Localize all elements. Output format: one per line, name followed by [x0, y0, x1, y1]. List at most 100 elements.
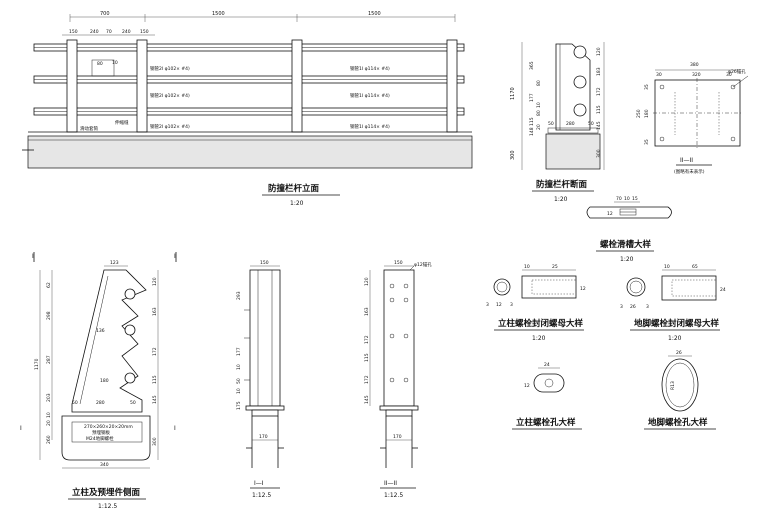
anchor-nut-dim-3a: 3 — [620, 304, 623, 310]
plate-caption: II—II — [680, 157, 693, 164]
anchor-hole-dim-26: 26 — [676, 350, 682, 356]
view-ii-dim-145: 145 — [364, 395, 370, 404]
sec-dim-1170: 1170 — [510, 87, 516, 100]
post-hole-dim-24: 24 — [544, 362, 550, 368]
elev-note-joint: 伸缩缝 — [115, 119, 129, 126]
post-dim-203: 203 — [46, 393, 52, 402]
post-inner-50a: 50 — [72, 400, 78, 406]
elev-small-80: 80 — [97, 61, 103, 67]
post-nut-dim-12: 12 — [580, 286, 586, 292]
sec-r-183: 183 — [596, 67, 602, 76]
view-ii-dim-172a: 172 — [364, 335, 370, 344]
elev-pipe-label-1: 钢管2I φ102× #4) — [150, 65, 190, 72]
post-inner-280: 280 — [96, 400, 105, 406]
post-dim-260: 260 — [46, 435, 52, 444]
plate-dim-30a: 30 — [656, 72, 662, 78]
view-ii-dim-150: 150 — [394, 260, 403, 266]
elev-note-sleeve: 滑动套筒 — [80, 125, 98, 132]
post-r-120: 120 — [152, 277, 158, 286]
plate-dim-180: 180 — [644, 109, 650, 118]
anchor-nut-dim-26: 26 — [630, 304, 636, 310]
groove-scale: 1:20 — [620, 256, 634, 263]
view-ii-dim-170: 170 — [393, 434, 402, 440]
view-ii-caption: II—II — [384, 480, 397, 487]
post-hole-dim-12: 12 — [524, 383, 530, 389]
groove-dim-10: 10 — [624, 196, 630, 202]
plate-note: (图略有未表示) — [674, 168, 705, 175]
post-nut-scale: 1:20 — [532, 335, 546, 342]
anchor-nut-detail: 10 65 24 3 26 3 地脚螺栓封闭螺母大样 1:20 — [620, 264, 726, 342]
post-dim-298: 298 — [46, 311, 52, 320]
plate-dim-30b: 30 — [726, 72, 732, 78]
sec-bottom-50a: 50 — [548, 121, 554, 127]
post-nut-dim-3a: 3 — [486, 302, 489, 308]
elev-dim-70: 70 — [106, 29, 112, 35]
view-i-scale: 1:12.5 — [252, 492, 271, 499]
post-hole-detail: 24 12 立柱螺栓孔大样 — [512, 362, 582, 430]
sec-r-300: 300 — [596, 149, 602, 158]
elev-dim-150b: 150 — [140, 29, 149, 35]
sec-r-145: 145 — [596, 121, 602, 130]
post-nut-title: 立柱螺栓封闭螺母大样 — [498, 318, 584, 329]
section-view: 1170 300 365 80 177 10 80 115 20 148 120… — [510, 42, 605, 203]
post-hole-title: 立柱螺栓孔大样 — [516, 417, 576, 428]
post-mark-i-3: I — [20, 425, 22, 432]
elev-pipe-label-2: 钢管2I φ102× #4) — [150, 92, 190, 99]
post-inner-50b: 50 — [130, 400, 136, 406]
groove-dim-70: 70 — [616, 196, 622, 202]
elev-pipe-label-5: 钢管1I φ114× #4) — [350, 92, 390, 99]
plate-hole-label: φ26锚孔 — [728, 68, 746, 75]
post-nut-dim-12b: 12 — [496, 302, 502, 308]
anchor-hole-detail: 26 R13 地脚螺栓孔大样 — [644, 350, 716, 430]
elev-small-10: 10 — [112, 60, 118, 66]
view-i-dim-50: 50 — [236, 378, 242, 384]
sec-bottom-280: 280 — [566, 121, 575, 127]
view-ii-scale: 1:12.5 — [384, 492, 403, 499]
view-i-dim-170: 170 — [259, 434, 268, 440]
anchor-nut-dim-24: 24 — [720, 287, 726, 293]
post-dim-287: 287 — [46, 355, 52, 364]
post-side-title: 立柱及预埋件侧面 — [72, 487, 141, 498]
post-nut-dim-25: 25 — [552, 264, 558, 270]
post-nut-detail: 10 25 12 3 12 3 立柱螺栓封闭螺母大样 1:20 — [486, 264, 586, 342]
view-i-dim-10a: 10 — [236, 364, 242, 370]
view-ii-dim-163: 163 — [364, 307, 370, 316]
post-dim-340: 340 — [100, 462, 109, 468]
anchor-nut-dim-10: 10 — [664, 264, 670, 270]
groove-title: 螺栓滑槽大样 — [600, 239, 652, 250]
post-dim-10: 10 — [46, 412, 52, 418]
sec-dim-300: 300 — [510, 150, 516, 160]
elev-pipe-label-4: 钢管1I φ114× #4) — [350, 65, 390, 72]
sec-r-115: 115 — [596, 105, 602, 114]
view-ii-ii: 150 φ12锚孔 120 163 172 115 172 145 170 II… — [364, 260, 432, 499]
elevation-view: 700 1500 1500 150 240 70 240 150 80 10 钢… — [22, 11, 473, 207]
sec-r-172: 172 — [596, 87, 602, 96]
anchor-nut-dim-65: 65 — [692, 264, 698, 270]
elevation-scale: 1:20 — [290, 200, 304, 207]
view-i-dim-150: 150 — [260, 260, 269, 266]
view-ii-dim-172b: 172 — [364, 375, 370, 384]
view-i-dim-177: 177 — [236, 347, 242, 356]
elev-dim-240b: 240 — [122, 29, 131, 35]
plate-dim-320: 320 — [692, 72, 701, 78]
view-i-caption: I—I — [254, 480, 264, 487]
plate-plan-view: 380 30 320 30 φ26锚孔 250 180 35 35 II—II … — [636, 62, 749, 175]
post-r-145: 145 — [152, 395, 158, 404]
post-side-scale: 1:12.5 — [98, 503, 117, 510]
sec-inner-148: 148 — [529, 127, 535, 136]
view-i-i: 150 293 177 10 50 10 175 170 I—I 1:12.5 — [236, 260, 285, 499]
sec-inner-10: 10 — [536, 102, 542, 108]
elev-dim-240a: 240 — [90, 29, 99, 35]
anchor-hole-dim-r13: R13 — [670, 381, 676, 390]
post-dim-62: 62 — [46, 282, 52, 288]
post-mark-i-4: I — [174, 425, 176, 432]
post-note-plate-size: 270×260×20×20mm — [84, 424, 133, 430]
post-dim-123: 123 — [110, 260, 119, 266]
plate-dim-250: 250 — [636, 109, 642, 118]
post-dim-1170: 1170 — [34, 358, 40, 370]
view-i-dim-175: 175 — [236, 401, 242, 410]
section-title: 防撞栏杆断面 — [536, 179, 588, 190]
section-scale: 1:20 — [554, 196, 568, 203]
elev-dim-700: 700 — [100, 11, 110, 17]
